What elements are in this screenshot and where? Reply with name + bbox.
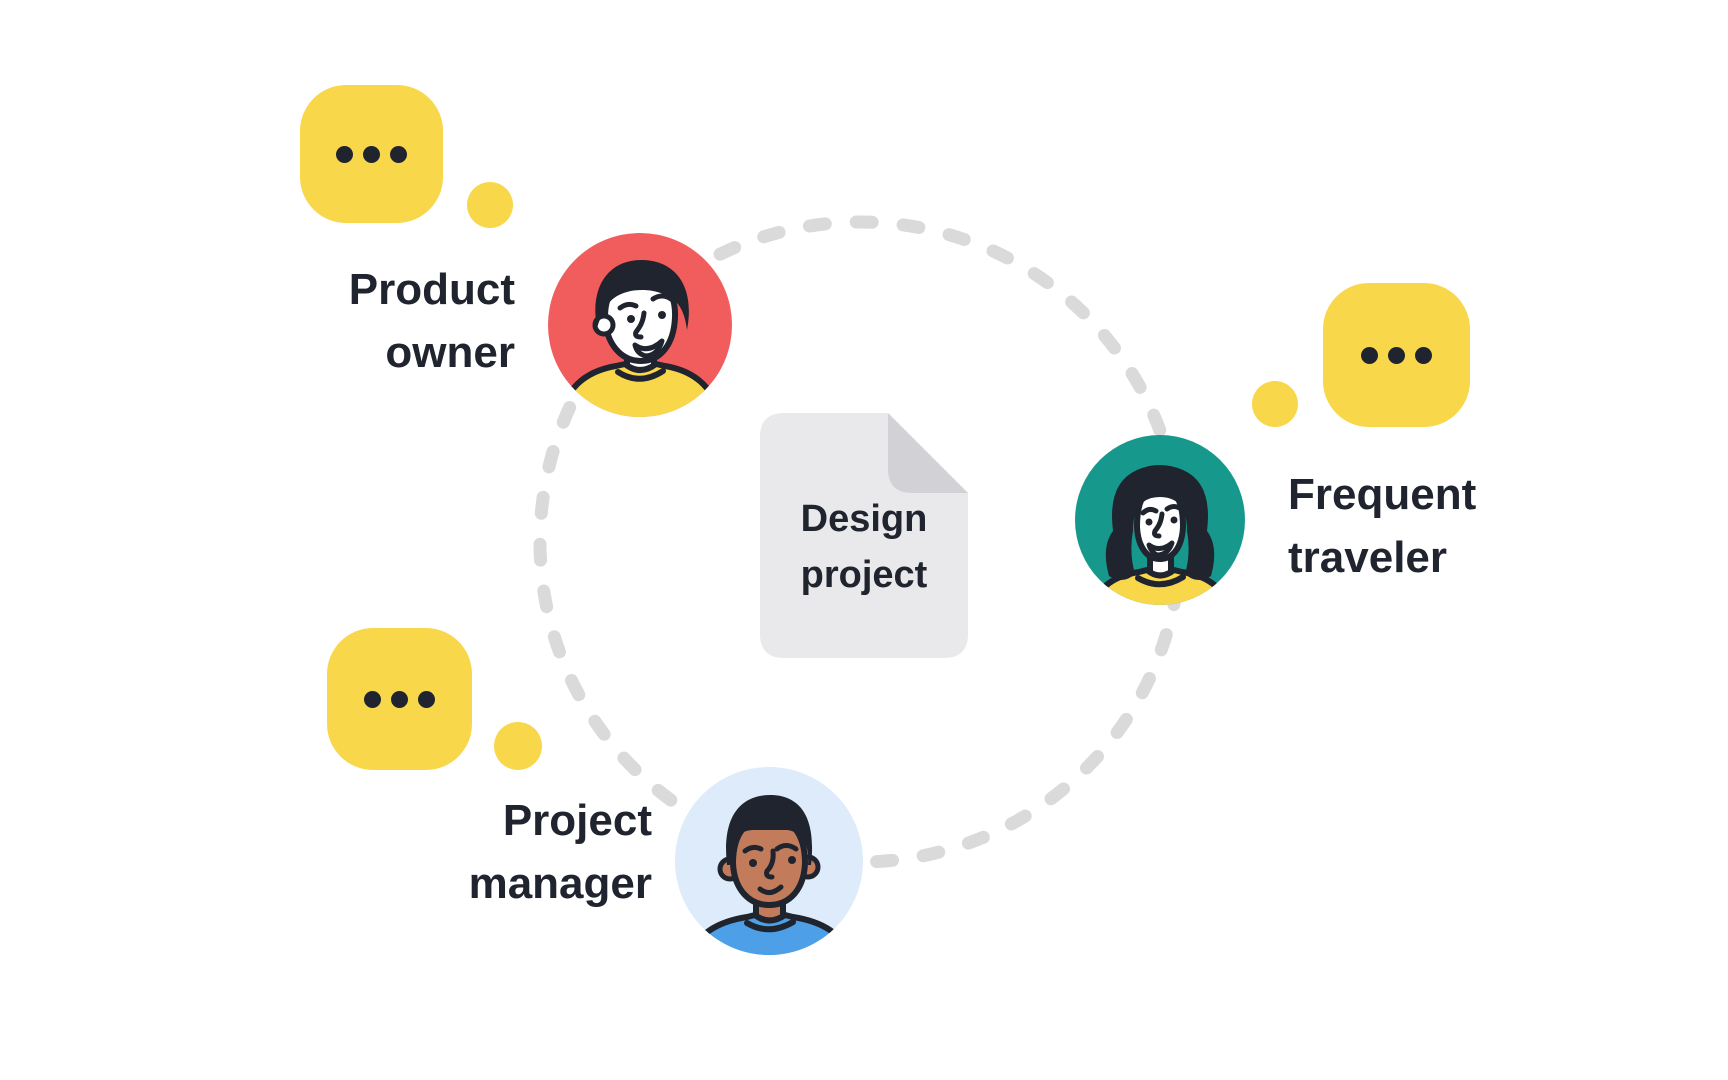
ellipsis-dot (391, 690, 408, 708)
ellipsis-dot (363, 145, 380, 163)
ellipsis-dot (1388, 346, 1405, 364)
label-frequent-traveler: Frequent traveler (1288, 463, 1476, 589)
ellipsis-dot (1361, 346, 1378, 364)
document-title-line: Design (800, 498, 928, 540)
avatar-project-manager (675, 767, 863, 955)
ellipsis-dot (336, 145, 353, 163)
bubble-tail-dot (467, 182, 513, 228)
document-title-line: project (800, 554, 928, 596)
label-line: Frequent (1288, 470, 1477, 519)
label-project-manager: Project manager (469, 789, 652, 915)
person-illustration-icon (675, 767, 863, 955)
ellipsis-icon (336, 145, 407, 163)
avatar-frequent-traveler (1075, 435, 1245, 605)
ellipsis-icon (364, 690, 435, 708)
bubble-tail-dot (1252, 381, 1298, 427)
document-icon (760, 413, 968, 658)
label-line: traveler (1288, 533, 1448, 582)
chat-bubble-project-manager (327, 628, 472, 770)
label-line: Product (348, 265, 515, 314)
person-illustration-icon (1075, 435, 1245, 605)
ellipsis-dot (418, 690, 435, 708)
ellipsis-dot (364, 690, 381, 708)
label-line: owner (385, 328, 515, 377)
chat-bubble-frequent-traveler (1323, 283, 1470, 427)
label-line: manager (468, 859, 652, 908)
document-title: Design project (760, 491, 968, 603)
person-illustration-icon (548, 233, 732, 417)
label-line: Project (502, 796, 652, 845)
ellipsis-dot (390, 145, 407, 163)
bubble-tail-dot (494, 722, 542, 770)
avatar-product-owner (548, 233, 732, 417)
design-project-document: Design project (760, 413, 968, 658)
chat-bubble-product-owner (300, 85, 443, 223)
label-product-owner: Product owner (349, 258, 515, 384)
ellipsis-dot (1415, 346, 1432, 364)
ellipsis-icon (1361, 346, 1432, 364)
